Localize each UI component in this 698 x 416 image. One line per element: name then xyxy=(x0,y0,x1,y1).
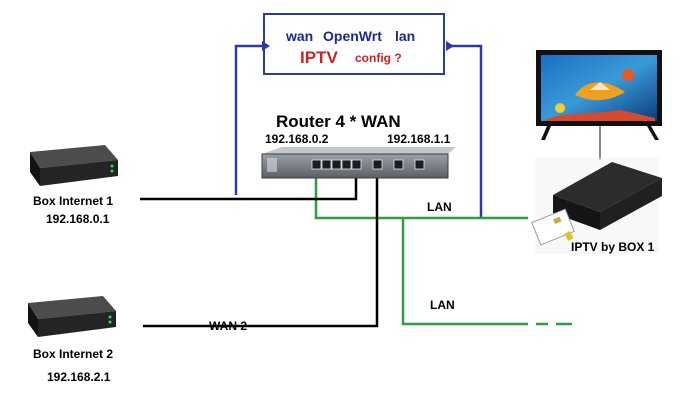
arrow-lan-icon xyxy=(446,41,454,51)
arrow-wan-icon xyxy=(262,41,270,51)
router-title: Router 4 * WAN xyxy=(276,112,401,131)
router-ip-right: 192.168.1.1 xyxy=(387,132,451,146)
router-ip-left: 192.168.0.2 xyxy=(265,132,329,146)
box1-name: Box Internet 1 xyxy=(33,194,113,208)
config-question-label: config ? xyxy=(355,51,402,65)
iptv-box-label: IPTV by BOX 1 xyxy=(571,240,655,254)
config-wan-label: wan xyxy=(285,28,313,44)
box1-ip: 192.168.0.1 xyxy=(46,212,110,226)
config-lan-label: lan xyxy=(395,28,415,44)
config-openwrt-label: OpenWrt xyxy=(323,28,382,44)
openwrt-config-box xyxy=(263,13,445,75)
config-iptv-label: IPTV xyxy=(300,48,338,67)
iptv-box-icon xyxy=(531,158,662,254)
lan-top-label: LAN xyxy=(427,200,452,214)
wan2-label: WAN 2 xyxy=(209,319,247,333)
blue-wan-lan-lines xyxy=(234,44,483,218)
lan-bottom-label: LAN xyxy=(430,298,455,312)
box2-name: Box Internet 2 xyxy=(33,347,113,361)
television-icon xyxy=(536,50,662,140)
green-lan-lines xyxy=(314,178,572,326)
black-wan-lines xyxy=(140,178,379,328)
box-internet-1-icon xyxy=(30,145,118,186)
box2-ip: 192.168.2.1 xyxy=(47,370,111,384)
router-device-icon xyxy=(261,147,456,179)
box-internet-2-icon xyxy=(28,296,116,337)
